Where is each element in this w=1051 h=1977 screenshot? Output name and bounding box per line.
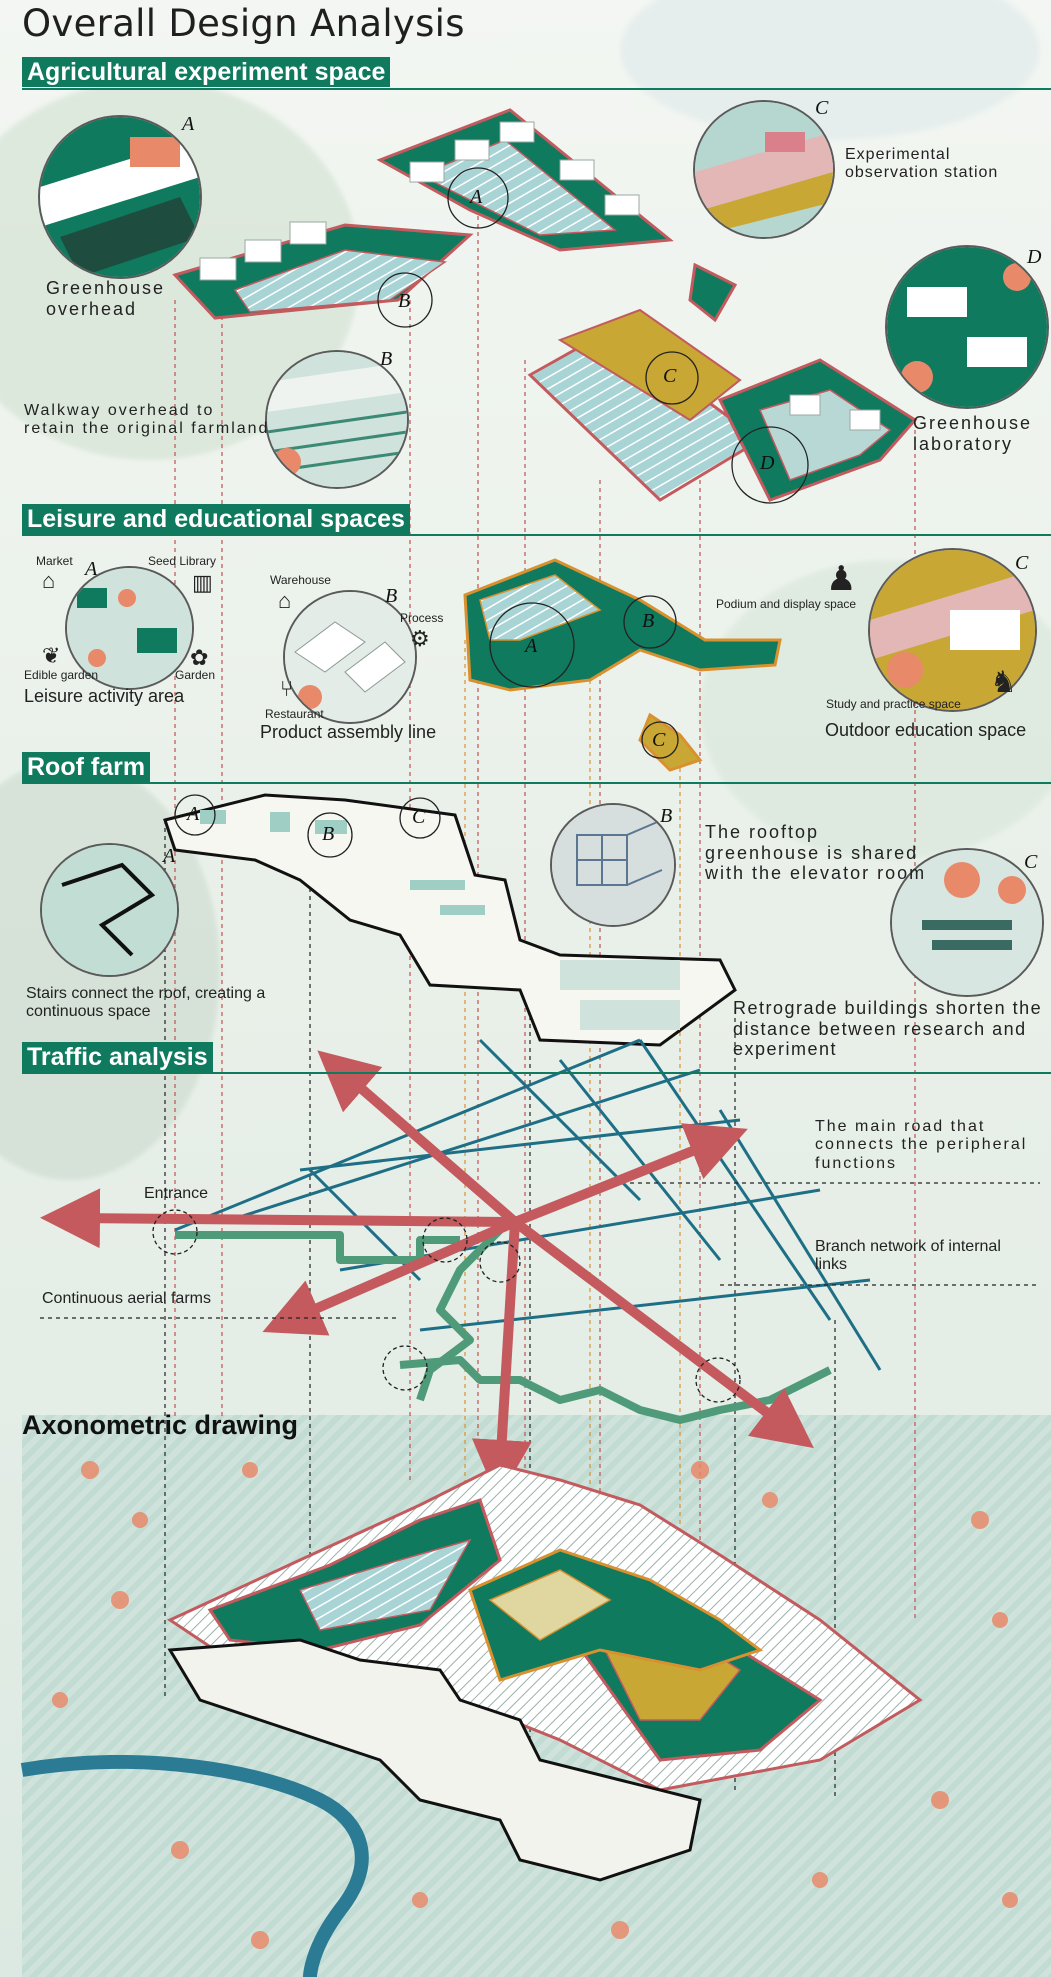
market-icon: ⌂ <box>42 568 56 593</box>
detail-circle-greenhouse-overhead <box>38 115 202 279</box>
section-heading-agri: Agricultural experiment space <box>22 57 391 87</box>
garden-icon: ✿ <box>190 645 209 670</box>
section-heading-roof: Roof farm <box>22 752 151 782</box>
axo-trees <box>52 1461 1018 1949</box>
label-aerial-farms: Continuous aerial farms <box>42 1290 211 1307</box>
roof-marker-circles <box>174 794 441 858</box>
agri-marker-circles <box>377 167 809 504</box>
label-seed-library: Seed Library <box>148 554 217 568</box>
label-study: Study and practice space <box>826 697 961 711</box>
seed-library-icon: ▥ <box>192 570 213 595</box>
label-branch-network: Branch network of internal links <box>815 1238 1001 1274</box>
section-divider <box>22 782 1051 784</box>
label-market: Market <box>36 554 73 568</box>
marker-letter-c: C <box>652 729 666 751</box>
aerial-farm-path <box>175 1227 832 1424</box>
marker-letter-a: A <box>85 558 98 580</box>
branch-network <box>174 1038 882 1371</box>
process-icon: ⚙ <box>410 626 430 651</box>
roof-plan-details <box>200 810 680 1030</box>
label-walkway: Walkway overhead to retain the original … <box>24 402 270 438</box>
marker-letter-a: A <box>187 803 200 825</box>
detail-circle-rooftop-greenhouse <box>550 803 676 927</box>
agri-plan-buildings <box>199 121 881 431</box>
label-edible-garden: Edible garden <box>24 668 99 682</box>
label-rooftop-greenhouse: The rooftop greenhouse is shared with th… <box>705 822 927 884</box>
section-divider <box>22 1072 1051 1074</box>
marker-letter-b: B <box>385 585 398 607</box>
section-divider <box>22 534 1051 536</box>
marker-letter-a: A <box>470 186 483 208</box>
marker-letter-b: B <box>322 823 335 845</box>
teacher-icon: ♟ <box>826 560 857 598</box>
leisure-marker-circles <box>489 595 679 759</box>
main-roads <box>40 1050 814 1500</box>
marker-letter-c: C <box>1024 851 1038 873</box>
label-restaurant: Restaurant <box>265 707 324 721</box>
marker-letter-b: B <box>660 805 673 827</box>
label-retrograde: Retrograde buildings shorten the distanc… <box>733 998 1043 1060</box>
label-garden: Garden <box>175 668 216 682</box>
marker-letter-c: C <box>1015 552 1029 574</box>
marker-letter-a: A <box>182 113 195 135</box>
marker-letter-b: B <box>380 348 393 370</box>
traffic-node-circles <box>152 1209 741 1403</box>
page-title: Overall Design Analysis <box>22 2 465 45</box>
label-entrance: Entrance <box>144 1185 209 1202</box>
section-heading-traffic: Traffic analysis <box>22 1042 213 1072</box>
label-assembly: Product assembly line <box>260 722 437 742</box>
leisure-plan <box>463 558 782 772</box>
detail-circle-leisure <box>65 566 194 690</box>
detail-circle-retrograde <box>890 848 1044 997</box>
detail-circle-stairs <box>40 843 179 977</box>
axo-leisure <box>468 1548 764 1682</box>
edible-garden-icon: ❦ <box>42 643 61 668</box>
warehouse-icon: ⌂ <box>278 588 292 613</box>
marker-letter-b: B <box>398 290 411 312</box>
label-outdoor-education: Outdoor education space <box>825 720 1027 740</box>
detail-circle-outdoor-education <box>868 548 1037 712</box>
label-process: Process <box>400 611 444 625</box>
marker-letter-d: D <box>760 452 775 474</box>
axo-roof <box>167 1638 702 1882</box>
detail-circle-greenhouse-lab <box>885 245 1049 409</box>
label-observation-station: Experimental observation station <box>845 146 999 182</box>
traffic-leader-lines <box>40 1182 1040 1319</box>
students-icon: ♞ <box>990 666 1017 699</box>
axo-river <box>20 1754 369 1977</box>
label-leisure-area: Leisure activity area <box>24 686 185 706</box>
label-greenhouse-lab: Greenhouse laboratory <box>913 413 1033 454</box>
label-podium: Podium and display space <box>716 597 857 611</box>
marker-letter-a: A <box>163 845 176 867</box>
background-water-blob <box>620 0 1040 140</box>
section-heading-leisure: Leisure and educational spaces <box>22 504 410 534</box>
label-main-road: The main road that connects the peripher… <box>815 1118 1028 1172</box>
restaurant-icon: ⑂ <box>280 676 294 701</box>
marker-letter-d: D <box>1027 246 1042 268</box>
label-greenhouse-overhead: Greenhouse overhead <box>46 278 166 319</box>
marker-letter-a: A <box>525 635 538 657</box>
marker-letter-b: B <box>642 610 655 632</box>
marker-letter-c: C <box>815 97 829 119</box>
section-heading-axonometric: Axonometric drawing <box>22 1410 299 1440</box>
detail-circle-walkway <box>265 350 409 489</box>
label-warehouse: Warehouse <box>270 573 331 587</box>
section-divider <box>22 88 1051 90</box>
detail-circle-assembly <box>283 590 417 724</box>
marker-letter-c: C <box>412 806 426 828</box>
marker-letter-c: C <box>663 365 677 387</box>
detail-circle-observation-station <box>693 100 835 239</box>
label-stairs: Stairs connect the roof, creating a cont… <box>26 985 266 1021</box>
